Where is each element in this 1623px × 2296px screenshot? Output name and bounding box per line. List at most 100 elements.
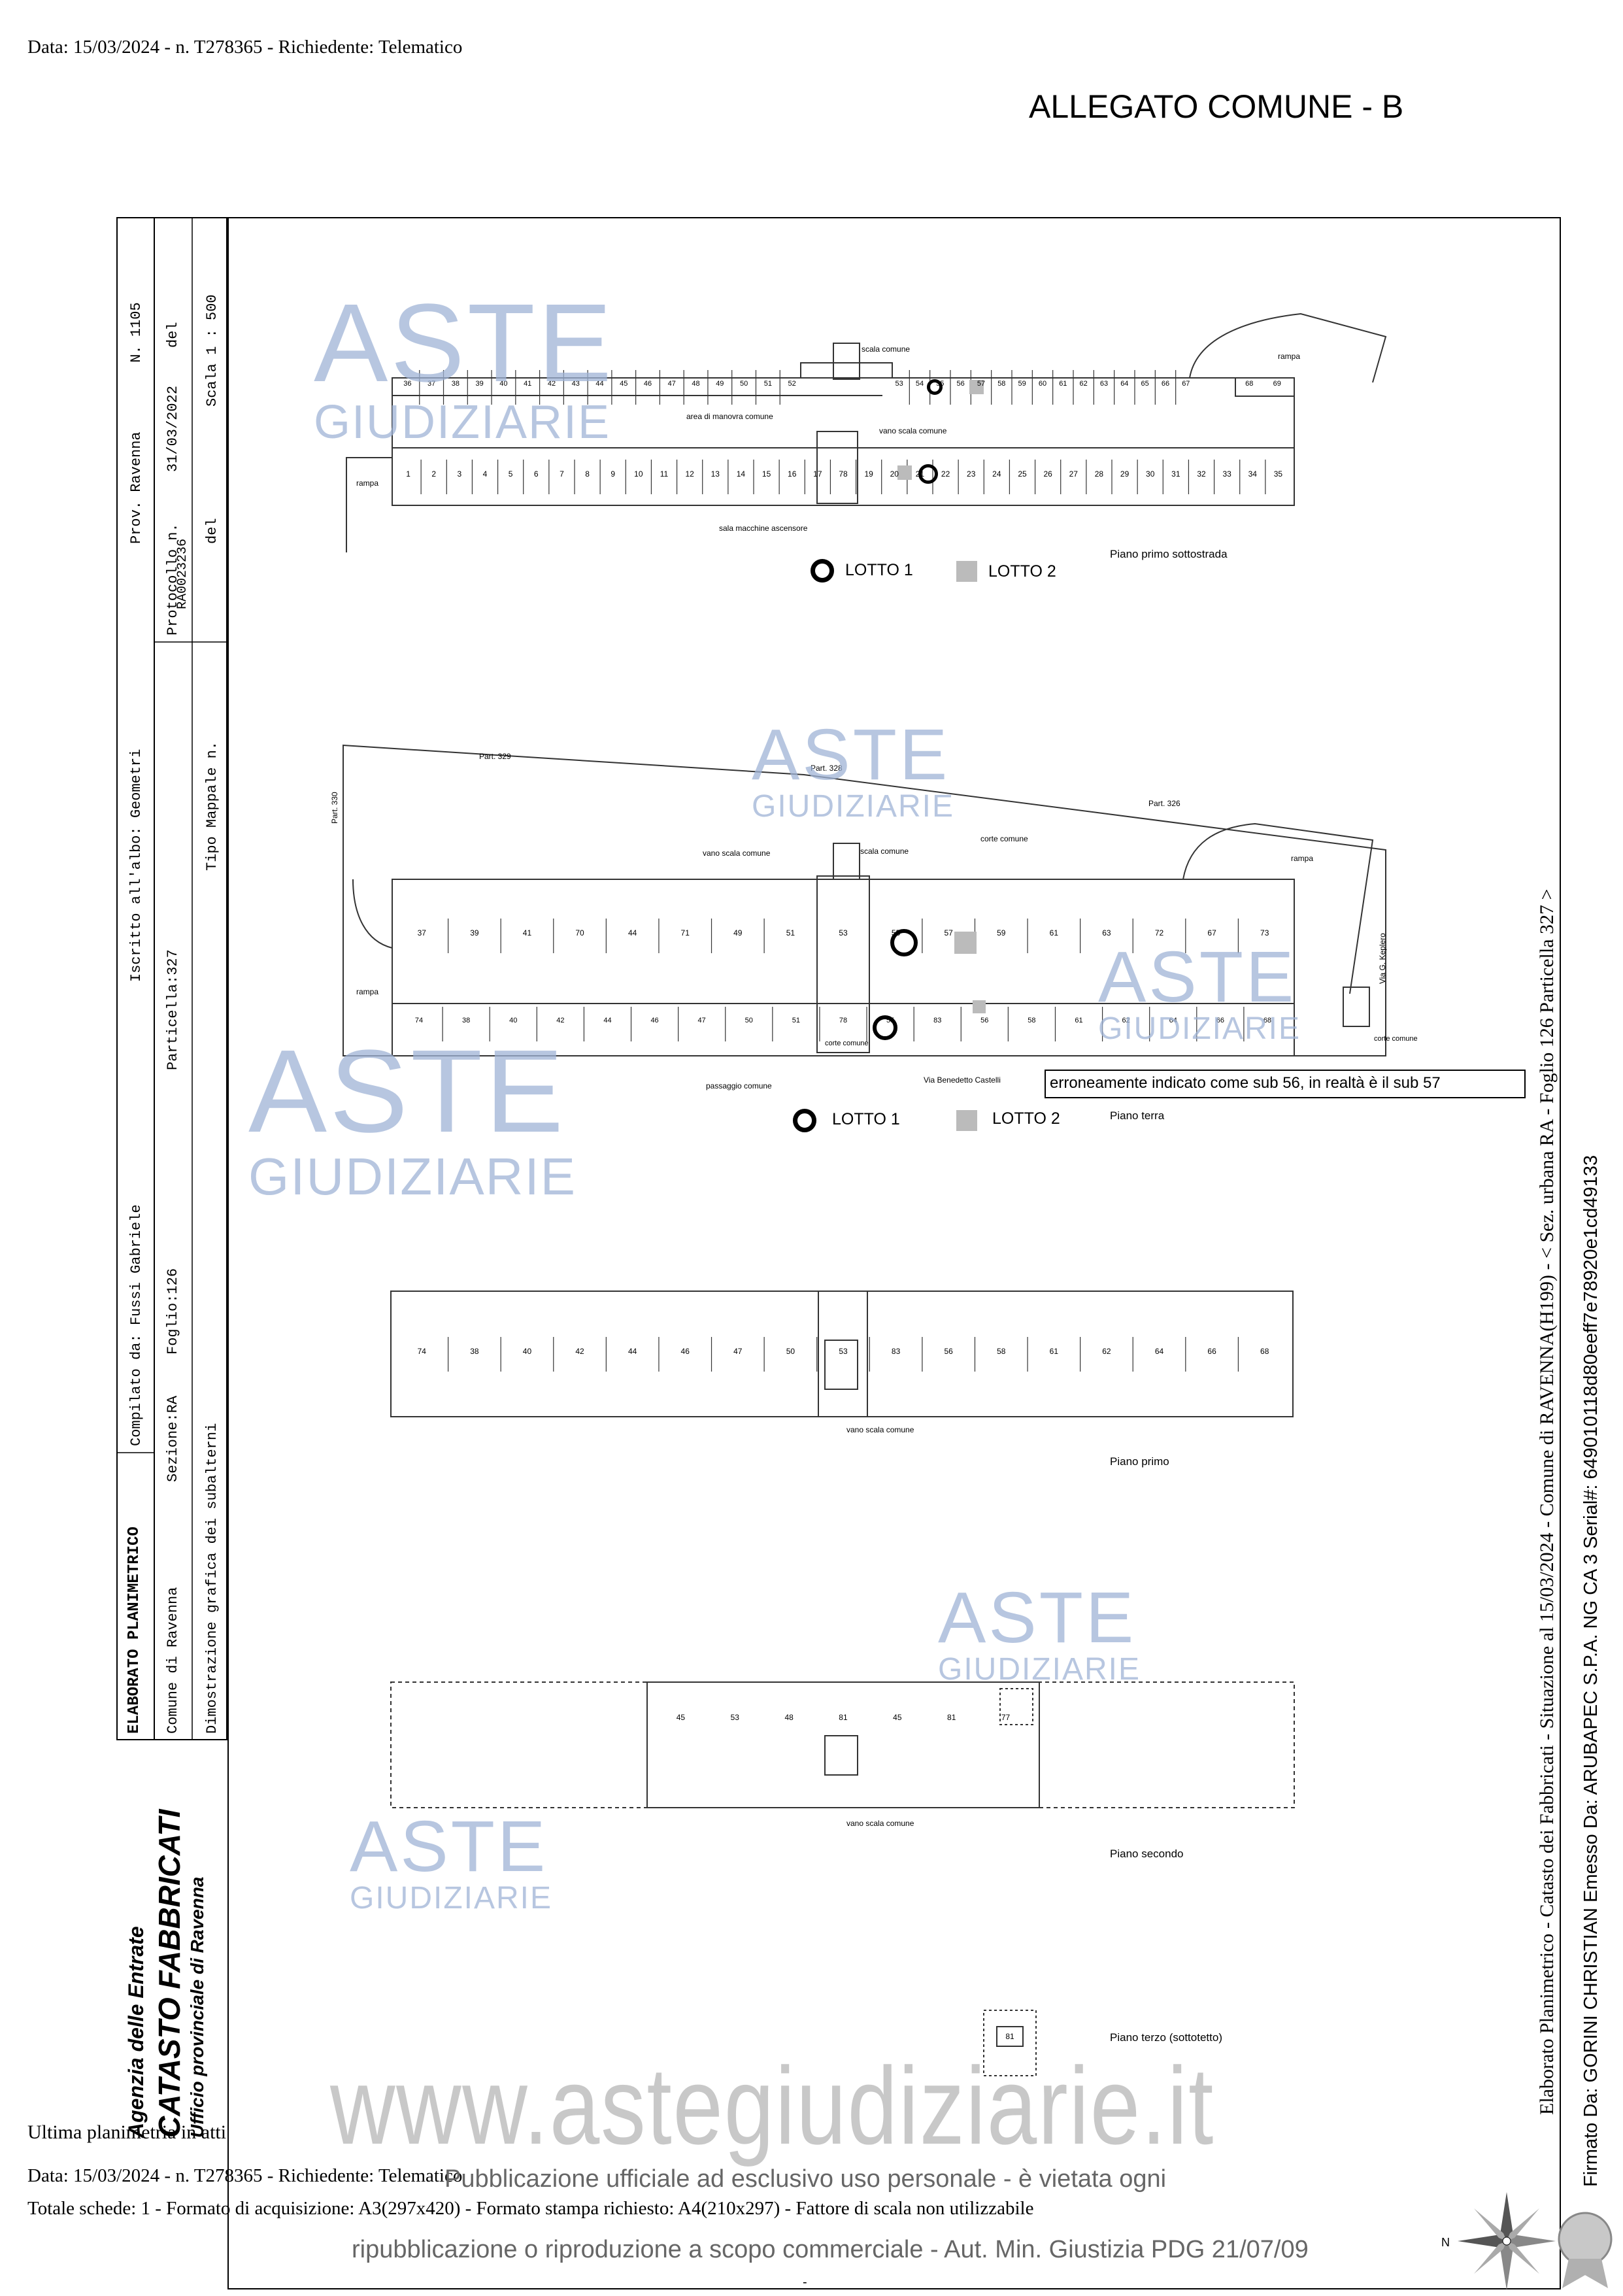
unit-number: 64 [1120, 380, 1129, 388]
unit-number: 66 [1216, 1017, 1224, 1024]
label-rampa: rampa [356, 987, 379, 996]
label-vano-scala: vano scala comune [879, 426, 947, 435]
unit-number: 42 [556, 1017, 565, 1024]
unit-number: 64 [1154, 1347, 1164, 1356]
unit-number: 26 [1043, 469, 1052, 479]
label-corte-comune: corte comune [980, 834, 1028, 843]
unit-number: 58 [997, 380, 1006, 388]
label-rampa: rampa [1291, 854, 1314, 863]
unit-number: 42 [575, 1347, 584, 1356]
label-part-328: Part. 328 [811, 764, 843, 773]
lotto1-label: LOTTO 1 [832, 1110, 900, 1128]
unit-number: 5 [508, 469, 513, 479]
unit-number: 13 [711, 469, 720, 479]
label-scala-comune: scala comune [862, 345, 911, 354]
unit-number: 55 [891, 928, 901, 937]
lotto2-marker-icon [969, 380, 984, 394]
footer-line1: Ultima planimetria in atti [27, 2121, 227, 2143]
unit-number: 46 [680, 1347, 690, 1356]
unit-number: 61 [1059, 380, 1067, 388]
unit-number: 38 [462, 1017, 471, 1024]
unit-number: 1 [406, 469, 410, 479]
unit-number: 9 [611, 469, 616, 479]
unit-number: 68 [1263, 1017, 1272, 1024]
label-piano-sottostrada: Piano primo sottostrada [1110, 548, 1228, 560]
lotto1-label: LOTTO 1 [845, 561, 913, 579]
header-line: Data: 15/03/2024 - n. T278365 - Richiede… [27, 37, 463, 58]
unit-number: 15 [761, 469, 771, 479]
watermark-logo: ASTE GIUDIZIARIE [752, 715, 955, 824]
unit-number: 6 [533, 469, 539, 479]
unit-number: 46 [650, 1017, 659, 1024]
watermark-notice-1: Pubblicazione ufficiale ad esclusivo uso… [444, 2165, 1167, 2193]
footer-line2: Data: 15/03/2024 - n. T278365 - Richiede… [27, 2165, 463, 2186]
unit-number: 66 [1161, 380, 1170, 388]
label-piano-terzo: Piano terzo (sottotetto) [1110, 2031, 1222, 2044]
label-part-330: Part. 330 [330, 792, 339, 824]
unit-number: 22 [941, 469, 950, 479]
unit-number: 4 [482, 469, 488, 479]
unit-number: 14 [736, 469, 746, 479]
unit-number: 68 [1245, 380, 1254, 388]
unit-number: 77 [1001, 1713, 1011, 1722]
unit-number: 44 [595, 380, 604, 388]
unit-number: 44 [627, 928, 637, 937]
unit-number: 50 [739, 380, 748, 388]
label-corte-comune: corte comune [1374, 1035, 1418, 1043]
unit-number: 32 [1197, 469, 1206, 479]
unit-number: 51 [792, 1017, 800, 1024]
watermark-notice-2: ripubblicazione o riproduzione a scopo c… [352, 2236, 1309, 2263]
seal-icon [1558, 2212, 1613, 2288]
label-sala-macchine: sala macchine ascensore [719, 524, 808, 533]
label-vano-scala: vano scala comune [846, 1425, 914, 1434]
unit-number: 66 [1207, 1347, 1216, 1356]
unit-number: 58 [997, 1347, 1006, 1356]
unit-number: 12 [685, 469, 694, 479]
unit-number: 7 [560, 469, 564, 479]
unit-number: 40 [522, 1347, 532, 1356]
unit-number: 45 [620, 380, 628, 388]
label-vano-scala: vano scala comune [703, 849, 771, 858]
unit-number: 74 [417, 1347, 426, 1356]
title-block: ELABORATO PLANIMETRICO Compilato da: Fus… [116, 217, 227, 1740]
unit-number: 72 [1154, 928, 1164, 937]
unit-number: 29 [1120, 469, 1129, 479]
unit-number: 10 [634, 469, 643, 479]
unit-number: 81 [839, 1713, 848, 1722]
unit-number: 61 [1075, 1017, 1083, 1024]
lotto1-marker-icon [918, 464, 938, 484]
label-piano-secondo: Piano secondo [1110, 1848, 1184, 1860]
watermark-logo: ASTE GIUDIZIARIE [314, 281, 615, 448]
label-piano-primo: Piano primo [1110, 1455, 1169, 1468]
lotto2-marker-icon [954, 932, 977, 954]
unit-number: 78 [839, 1017, 848, 1024]
page-number: - [803, 2275, 807, 2289]
unit-number: 41 [522, 928, 532, 937]
lotto2-marker-icon [897, 465, 912, 480]
label-part-326: Part. 326 [1148, 799, 1180, 808]
unit-number: 11 [660, 469, 669, 479]
label-passaggio-comune: passaggio comune [706, 1081, 772, 1090]
unit-number: 59 [1018, 380, 1026, 388]
unit-number: 57 [944, 928, 953, 937]
unit-number: 28 [1094, 469, 1104, 479]
unit-number: 48 [692, 380, 700, 388]
unit-number: 63 [1099, 380, 1109, 388]
unit-number: 67 [1207, 928, 1216, 937]
label-vano-scala: vano scala comune [846, 1819, 914, 1828]
lotto2-marker-icon [956, 561, 977, 582]
unit-number: 50 [786, 1347, 795, 1356]
unit-number: 47 [733, 1347, 743, 1356]
title-block-frame [116, 217, 227, 1740]
unit-number: 27 [1069, 469, 1078, 479]
watermark-url: www.astegiudiziarie.it [330, 2044, 1215, 2167]
unit-number: 81 [1005, 2032, 1014, 2041]
unit-number: 52 [788, 380, 796, 388]
unit-number: 56 [956, 380, 965, 388]
unit-number: 56 [980, 1017, 989, 1024]
lotto1-marker-icon [793, 1109, 816, 1132]
unit-number: 19 [864, 469, 873, 479]
unit-number: 35 [1273, 469, 1283, 479]
unit-number: 49 [716, 380, 724, 388]
